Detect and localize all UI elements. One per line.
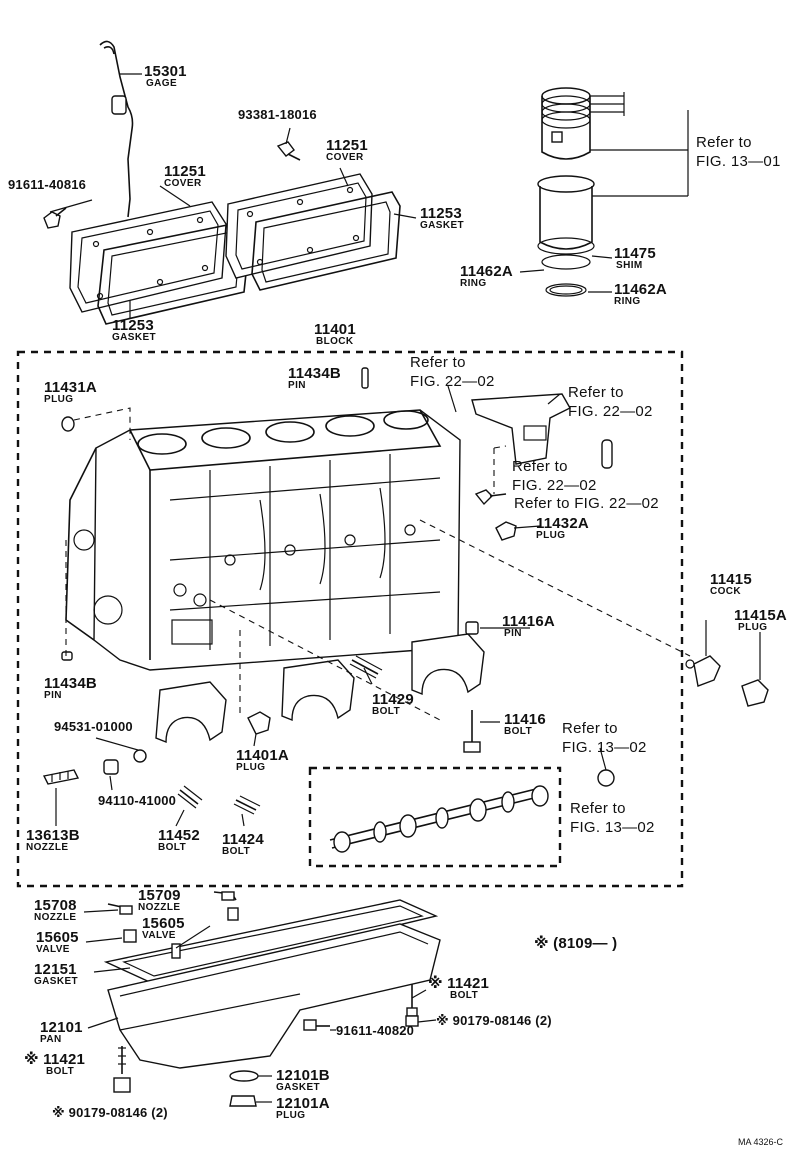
label-15301: 15301 GAGE (144, 63, 187, 89)
camshaft-subassembly-boundary (308, 766, 562, 868)
plug-11415a-part (741, 632, 769, 707)
cylinder-block-part (65, 409, 461, 671)
washer-90179-left-part (113, 1077, 131, 1093)
label-15709: 15709 NOZZLE (138, 887, 181, 913)
label-15605-right: 15605 VALVE (142, 915, 185, 941)
bolt-93381-part (276, 127, 301, 161)
label-11475: 11475 SHIM (614, 245, 656, 271)
leader-lines (49, 73, 607, 1103)
seal-13-02-part (597, 769, 615, 787)
bracket-22-02-part (471, 393, 571, 465)
dowel-pin-22-02-part (601, 439, 613, 469)
label-94110-41000: 94110-41000 (98, 793, 177, 808)
label-11251-left: 11251 COVER (164, 163, 206, 189)
plug-11401a-part (239, 630, 271, 735)
label-11462a-left: 11462A RING (460, 263, 513, 289)
label-11432a: 11432A PLUG (536, 515, 589, 541)
bolt-11416-part (463, 710, 481, 753)
bearing-cap-left-part (155, 681, 227, 744)
dipstick-gage-part (99, 40, 140, 218)
label-11416a: 11416A PIN (502, 613, 555, 639)
relief-valve-15605-left-part (123, 929, 137, 943)
pin-11434b-left-part (61, 651, 73, 661)
label-12101b: 12101B GASKET (276, 1067, 330, 1093)
relief-valve-15605-right-part (171, 907, 239, 959)
label-12151: 12151 GASKET (34, 961, 79, 987)
label-11434b-left: 11434B PIN (44, 675, 97, 701)
plug-94110-part (103, 759, 119, 775)
oil-nozzle-15709-part (213, 891, 237, 901)
label-11415: 11415 COCK (710, 571, 752, 597)
serial-applicability-note: ※ (8109— ) (534, 935, 618, 952)
reference-dashed-leaders (65, 519, 691, 721)
bolt-11421-left-part (118, 1046, 126, 1074)
label-94531-01000: 94531-01000 (54, 719, 133, 734)
bolt-22-02-part (474, 445, 507, 506)
label-91611-40816: 91611-40816 (8, 177, 87, 192)
bolt-91611-40816-part (43, 207, 67, 229)
label-90179-left: ※ 90179-08146 (2) (52, 1105, 168, 1120)
label-11421-right: ※ 11421 BOLT (428, 975, 490, 1001)
label-11416: 11416 BOLT (504, 711, 546, 737)
bearing-cap-right-part (411, 633, 485, 696)
label-11253-left: 11253 GASKET (112, 317, 157, 343)
label-13613b: 13613B NOZZLE (26, 827, 80, 853)
pin-11416a-part (465, 621, 479, 635)
oil-pan-gasket-part (103, 899, 439, 985)
label-11401: 11401 BLOCK (314, 321, 356, 347)
gasket-94531-part (133, 749, 147, 763)
reference-fig-22-02-bolt[interactable]: Refer to FIG. 22—02 (514, 495, 659, 512)
bolt-91611-40820-part (303, 1019, 330, 1031)
label-11415a: 11415A PLUG (734, 607, 787, 633)
label-11401a: 11401A PLUG (236, 747, 289, 773)
label-15708: 15708 NOZZLE (34, 897, 77, 923)
label-12101a: 12101A PLUG (276, 1095, 330, 1121)
drain-plug-12101a-part (229, 1095, 257, 1107)
oil-pan-part (107, 923, 441, 1069)
pin-11434b-top-part (361, 367, 369, 389)
figure-code: MA 4326-C (738, 1137, 784, 1147)
label-93381-18016: 93381-18016 (238, 107, 317, 122)
label-91611-40820: 91611-40820 (336, 1023, 415, 1038)
label-11429: 11429 BOLT (372, 691, 414, 717)
plug-11431a-part (61, 407, 131, 440)
label-11434b-top: 11434B PIN (288, 365, 341, 391)
oil-nozzle-15708-part (107, 903, 133, 915)
label-11431a: 11431A PLUG (44, 379, 97, 405)
label-90179-right: ※ 90179-08146 (2) (436, 1013, 552, 1028)
piston-liner-assembly-part (519, 87, 689, 297)
bolt-11424-part (233, 795, 261, 815)
side-gasket-right-part (251, 191, 401, 291)
bearing-cap-middle-part (281, 659, 355, 722)
nozzle-13613b-part (42, 769, 80, 785)
plug-11432a-part (495, 521, 517, 541)
label-12101: 12101 PAN (40, 1019, 83, 1045)
camshaft-part (329, 785, 549, 853)
bolt-11452-part (177, 785, 203, 809)
block-assembly-boundary (16, 350, 684, 888)
side-cover-left-part (69, 201, 227, 313)
bolt-11421-right-part (406, 984, 418, 1017)
label-15605-left: 15605 VALVE (36, 929, 79, 955)
label-11251-right: 11251 COVER (326, 137, 368, 163)
label-11421-left: ※ 11421 BOLT (24, 1051, 86, 1077)
drain-cock-11415-part (685, 620, 721, 687)
label-11424: 11424 BOLT (222, 831, 264, 857)
label-11452: 11452 BOLT (158, 827, 200, 853)
drain-gasket-12101b-part (229, 1070, 259, 1082)
stud-11429-part (349, 655, 383, 679)
label-11462a-right: 11462A RING (614, 281, 667, 307)
washer-90179-right-part (405, 1015, 419, 1027)
label-11253-right: 11253 GASKET (420, 205, 465, 231)
